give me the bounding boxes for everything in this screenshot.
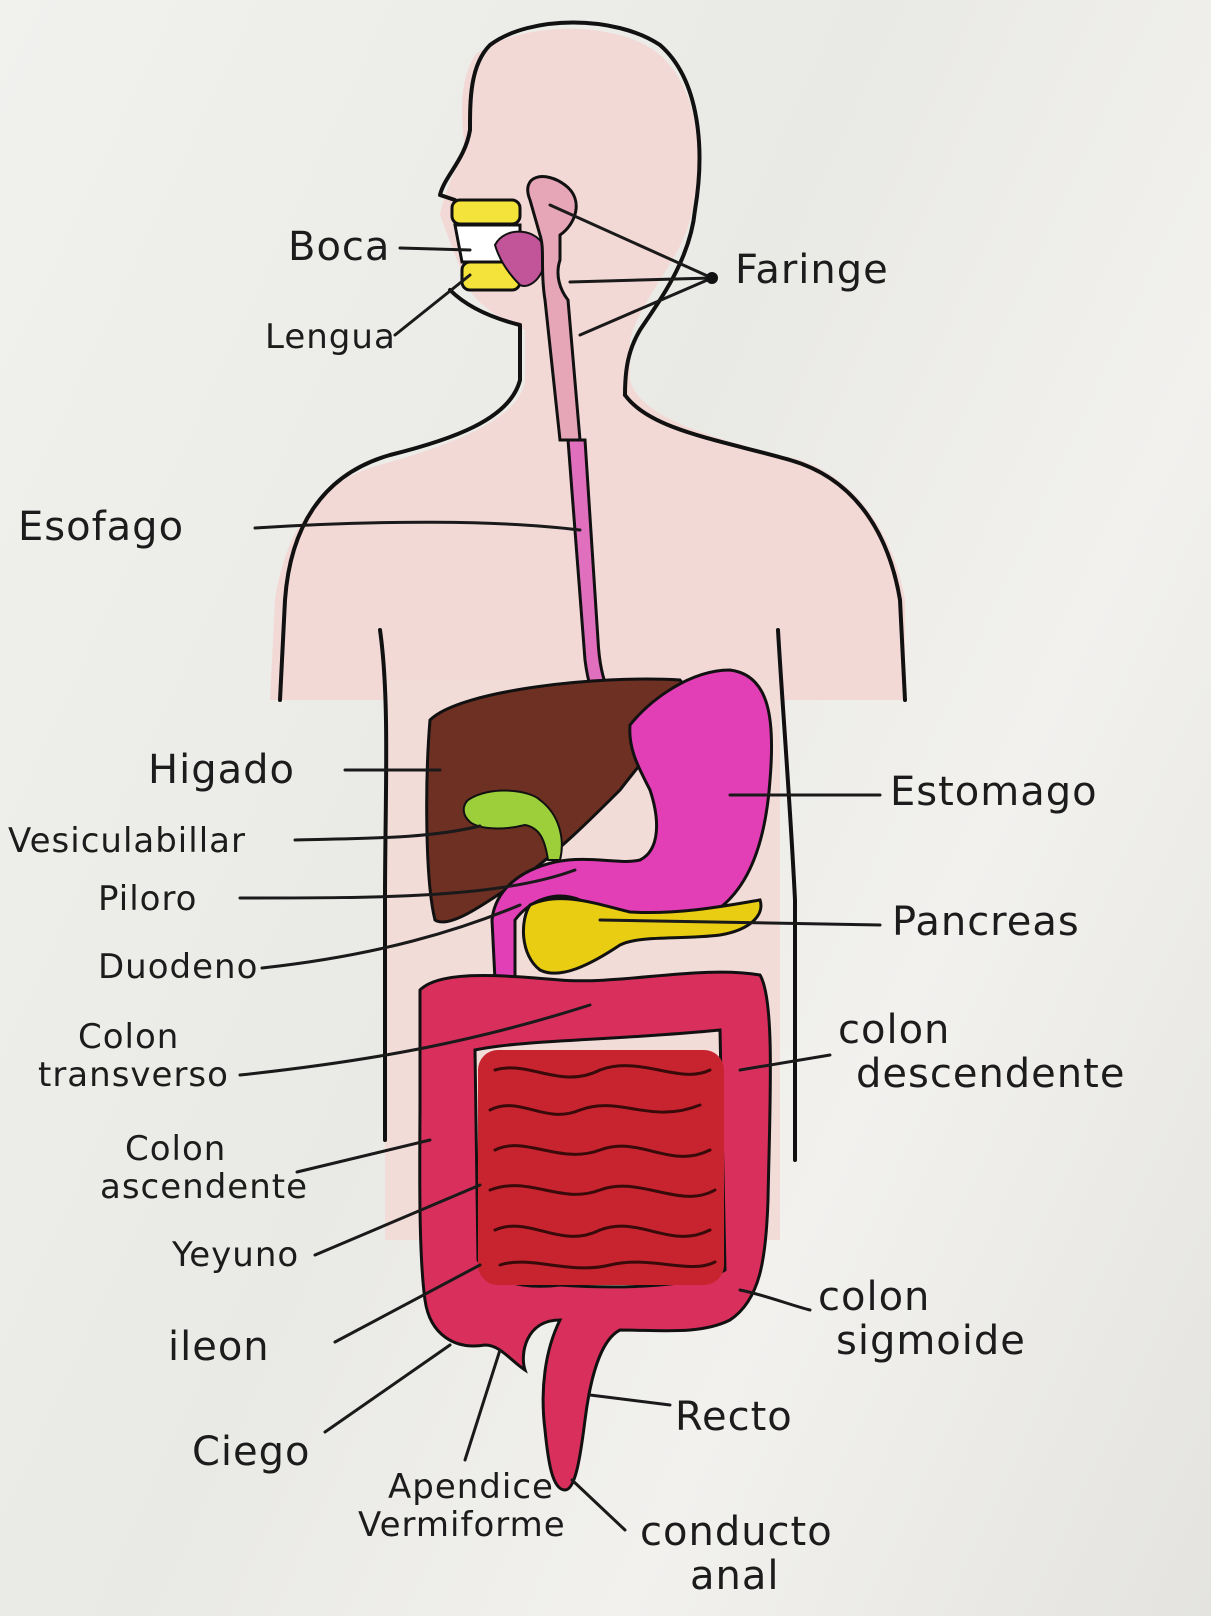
label-pancreas: Pancreas — [892, 900, 1080, 944]
label-duodeno: Duodeno — [98, 948, 258, 986]
label-apendice: Apendice Vermiforme — [358, 1468, 566, 1544]
label-colon-descendente-line2: descendente — [838, 1052, 1125, 1096]
label-lengua: Lengua — [265, 318, 396, 356]
label-ciego: Ciego — [192, 1430, 311, 1474]
label-piloro: Piloro — [98, 880, 197, 918]
label-colon-ascendente: Colon ascendente — [100, 1130, 308, 1206]
label-colon-descendente: colon descendente — [838, 1008, 1125, 1096]
label-colon-descendente-line1: colon — [838, 1008, 1125, 1052]
label-colon-sigmoide-line2: sigmoide — [818, 1319, 1026, 1363]
label-conducto-anal-line1: conducto — [640, 1510, 833, 1554]
label-estomago: Estomago — [890, 770, 1098, 814]
label-higado: Higado — [148, 748, 295, 792]
small-intestine — [478, 1050, 724, 1285]
arm-left-outline — [380, 630, 386, 1140]
label-esofago: Esofago — [18, 505, 184, 549]
label-colon-ascendente-line2: ascendente — [100, 1168, 308, 1206]
label-conducto-anal-line2: anal — [640, 1554, 833, 1598]
label-ileon: ileon — [168, 1325, 270, 1369]
label-colon-ascendente-line1: Colon — [100, 1130, 308, 1168]
label-colon-transverso: Colon transverso — [38, 1018, 229, 1094]
label-vesicula: Vesiculabillar — [8, 822, 246, 860]
teeth-upper — [452, 200, 520, 224]
label-recto: Recto — [675, 1395, 793, 1439]
arm-right-outline — [778, 630, 795, 1160]
label-apendice-line1: Apendice — [358, 1468, 566, 1506]
label-colon-transverso-line1: Colon — [38, 1018, 229, 1056]
label-colon-sigmoide: colon sigmoide — [818, 1275, 1026, 1363]
label-colon-transverso-line2: transverso — [38, 1056, 229, 1094]
label-colon-sigmoide-line1: colon — [818, 1275, 1026, 1319]
label-conducto-anal: conducto anal — [640, 1510, 833, 1598]
label-yeyuno: Yeyuno — [172, 1236, 299, 1274]
label-boca: Boca — [288, 225, 390, 269]
label-apendice-line2: Vermiforme — [358, 1506, 566, 1544]
label-faringe: Faringe — [735, 248, 889, 292]
